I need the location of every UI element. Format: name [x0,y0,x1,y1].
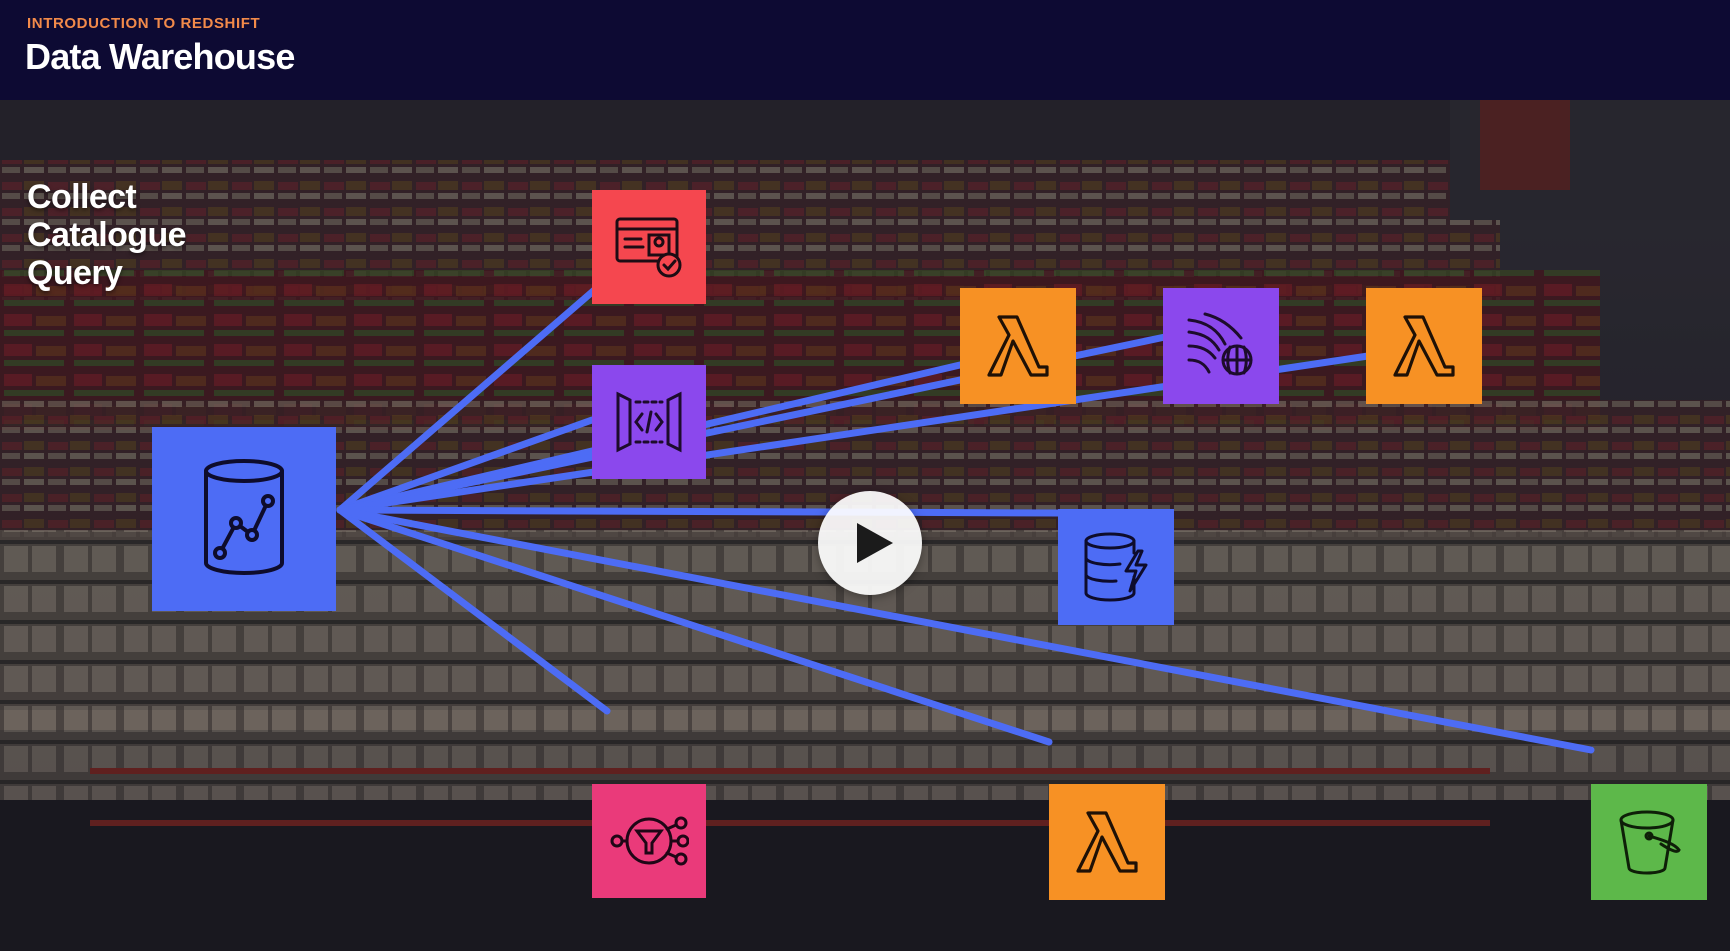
s3-bucket-icon [1619,810,1681,875]
connector-lambda-3 [336,506,1053,746]
connector-sns [336,506,611,715]
connector-api-gateway [336,416,596,514]
page-title: Data Warehouse [25,36,295,77]
lambda-icon [1076,811,1138,873]
api-gateway-tile [592,365,706,479]
kinesis-icon [1187,312,1253,376]
sns-icon [610,816,689,866]
step-collect: Collect [27,178,137,216]
play-icon [857,523,893,563]
id-card-check-icon [615,217,682,278]
step-catalogue: Catalogue [27,216,187,254]
s3-tile [1591,784,1707,900]
connector-s3 [336,506,1595,754]
redshift-tile [152,427,336,611]
sns-tile [592,784,706,898]
lambda-icon [1393,315,1455,377]
connector-dynamodb [336,506,1062,517]
lambda-tile-1 [960,288,1076,404]
redshift-icon [204,459,284,575]
security-service-tile [592,190,706,304]
video-header: INTRODUCTION TO REDSHIFT Data Warehouse [0,0,1730,100]
lambda-tile-3 [1049,784,1165,900]
api-gateway-icon [616,391,682,453]
lambda-icon [987,315,1049,377]
dynamodb-tile [1058,509,1174,625]
process-steps: Collect Catalogue Query [27,178,187,292]
kinesis-tile [1163,288,1279,404]
play-button[interactable] [818,491,922,595]
lambda-tile-2 [1366,288,1482,404]
dynamodb-icon [1084,532,1148,602]
course-eyebrow: INTRODUCTION TO REDSHIFT [27,15,261,32]
step-query: Query [27,254,123,292]
connector-security [336,276,610,514]
video-stage[interactable]: Collect Catalogue Query [0,100,1730,951]
